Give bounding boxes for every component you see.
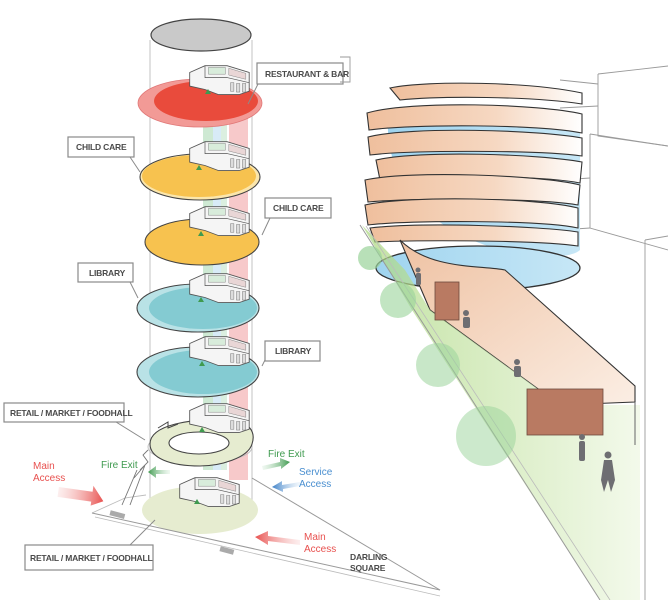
floor-library-2[interactable] [136, 336, 260, 398]
background-buildings [340, 56, 668, 600]
floor-retail-ground[interactable] [142, 477, 258, 534]
label-text: RETAIL / MARKET / FOODHALL [30, 553, 152, 563]
label-child-care-2: CHILD CARE [264, 197, 332, 219]
fire-exit-left-text: Fire Exit [101, 460, 138, 471]
main-access-left-text-1: Main [33, 461, 55, 472]
person-seated-2 [514, 359, 521, 377]
floor-childcare-2[interactable] [144, 206, 260, 266]
fire-exit-right-arrow [262, 458, 290, 470]
service-access-text-2: Access [299, 479, 331, 490]
person-walking-2 [601, 451, 615, 492]
tree-3 [416, 343, 460, 387]
fire-exit-left-arrow [148, 466, 170, 478]
label-text: LIBRARY [89, 268, 126, 278]
label-retail-upper: RETAIL / MARKET / FOODHALL [3, 402, 133, 423]
main-access-right-text-1: Main [304, 532, 326, 543]
roof-disk [150, 18, 252, 52]
label-library-2: LIBRARY [264, 340, 321, 362]
floor-retail-upper[interactable] [147, 403, 254, 467]
tree-4 [456, 406, 516, 466]
annotations: Main Access Fire Exit Fire Exit Service … [33, 449, 388, 573]
trees [358, 246, 516, 466]
access-arrows [57, 458, 300, 545]
spiral-tower[interactable] [364, 82, 583, 291]
label-restaurant-bar: RESTAURANT & BAR [256, 62, 349, 85]
floor-childcare-1[interactable] [139, 141, 261, 201]
service-access-text-1: Service [299, 467, 333, 478]
service-access-arrow [272, 481, 300, 492]
tree-2 [380, 282, 416, 318]
main-access-left-text-2: Access [33, 473, 65, 484]
floor-restaurant[interactable] [137, 65, 263, 128]
label-text: CHILD CARE [273, 203, 324, 213]
darling-square-text-2: SQUARE [350, 563, 386, 573]
label-text: LIBRARY [275, 346, 312, 356]
ground-plane [91, 449, 441, 597]
tree-1 [358, 246, 382, 270]
label-library-1: LIBRARY [77, 262, 134, 283]
people [415, 267, 615, 492]
main-access-right-text-2: Access [304, 544, 336, 555]
darling-square-text-1: DARLING [350, 552, 388, 562]
label-text: RESTAURANT & BAR [265, 69, 349, 79]
label-text: RETAIL / MARKET / FOODHALL [10, 408, 132, 418]
floor-library-1[interactable] [136, 273, 260, 333]
label-retail-ground: RETAIL / MARKET / FOODHALL [24, 544, 154, 571]
main-access-right-arrow [255, 531, 300, 545]
fire-exit-right-text: Fire Exit [268, 449, 305, 460]
person-seated-1 [463, 310, 470, 328]
leader-lines [99, 83, 271, 546]
main-access-left-arrow [57, 485, 104, 506]
person-walking-1 [579, 434, 585, 461]
label-child-care-1: CHILD CARE [67, 136, 135, 158]
label-text: CHILD CARE [76, 142, 127, 152]
person-standing [415, 267, 421, 285]
